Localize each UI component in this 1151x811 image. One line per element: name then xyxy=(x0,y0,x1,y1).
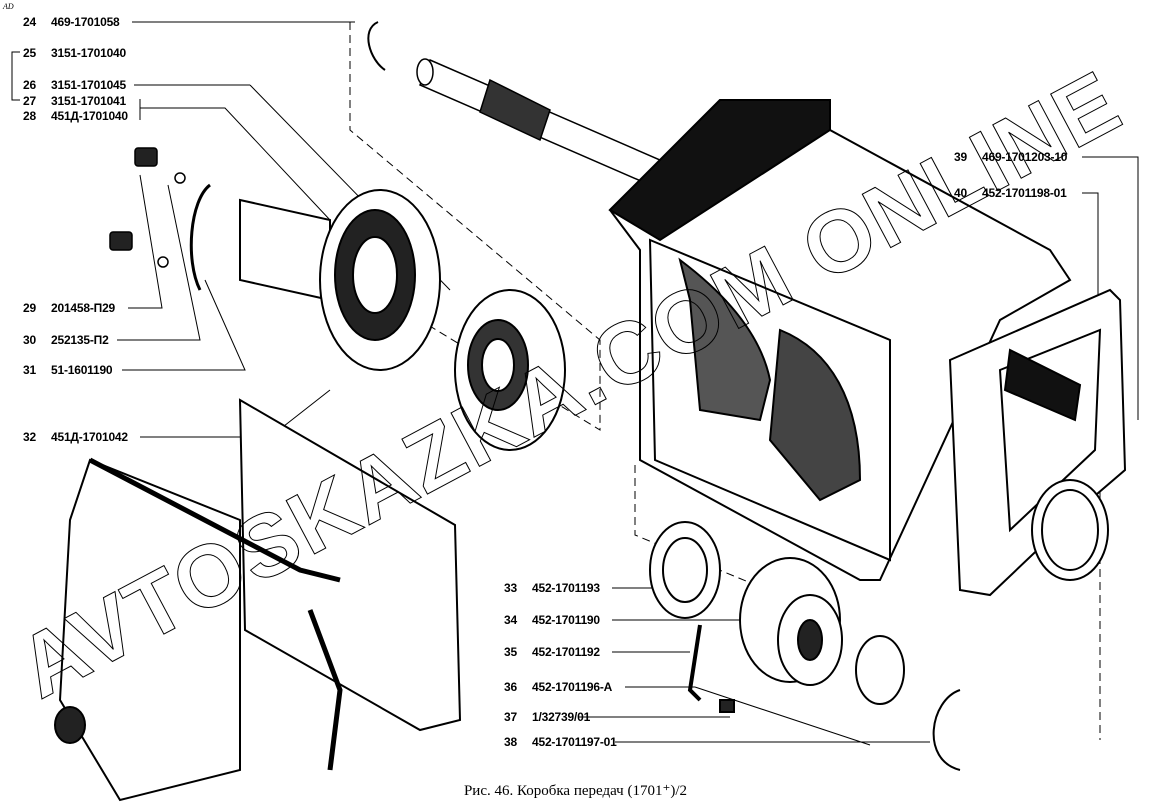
part-number: 469-1701203-10 xyxy=(982,150,1068,164)
label-32: 32 451Д-1701042 xyxy=(23,430,128,444)
label-number: 34 xyxy=(504,613,517,627)
label-number: 39 xyxy=(954,150,967,164)
leader-29 xyxy=(128,174,163,309)
part-number: 452-1701192 xyxy=(532,645,600,659)
label-number: 32 xyxy=(23,430,36,444)
label-40: 40 452-1701198-01 xyxy=(954,186,1067,200)
label-27: 27 3151-1701041 xyxy=(23,94,126,108)
part-number: 452-1701193 xyxy=(532,581,600,595)
part-number: 3151-1701041 xyxy=(51,94,127,108)
part-number: 452-1701190 xyxy=(532,613,600,627)
leader-32 xyxy=(140,389,331,438)
label-29: 29 201458-П29 xyxy=(23,301,115,315)
snap-ring-24 xyxy=(367,21,386,71)
part-number: 201458-П29 xyxy=(51,301,116,315)
label-33: 33 452-1701193 xyxy=(504,581,600,595)
leader-31 xyxy=(122,279,246,371)
leader-36 xyxy=(625,686,871,746)
label-number: 24 xyxy=(23,15,36,29)
part-number: 451Д-1701042 xyxy=(51,430,128,444)
label-37: 37 1/32739/01 xyxy=(504,710,590,724)
label-number: 33 xyxy=(504,581,517,595)
label-number: 31 xyxy=(23,363,36,377)
label-26: 26 3151-1701045 xyxy=(23,78,126,92)
part-number: 451Д-1701040 xyxy=(51,109,128,123)
label-36: 36 452-1701196-А xyxy=(504,680,612,694)
bracket-25-27 xyxy=(11,51,20,101)
label-30: 30 252135-П2 xyxy=(23,333,109,347)
part-number: 452-1701197-01 xyxy=(532,735,617,749)
bolts xyxy=(109,147,212,291)
leader-39 xyxy=(1082,156,1139,420)
shift-cover xyxy=(54,398,462,802)
label-number: 40 xyxy=(954,186,967,200)
part-number: 51-1601190 xyxy=(51,363,113,377)
label-25: 25 3151-1701040 xyxy=(23,46,126,60)
part-number: 452-1701198-01 xyxy=(982,186,1067,200)
bottom-parts xyxy=(649,521,961,771)
rear-gasket xyxy=(948,288,1127,597)
label-number: 28 xyxy=(23,109,36,123)
part-number: 3151-1701045 xyxy=(51,78,127,92)
corner-mark: AD xyxy=(3,2,14,11)
figure-caption: Рис. 46. Коробка передач (1701⁺)/2 xyxy=(463,783,688,799)
label-24: 24 469-1701058 xyxy=(23,15,120,29)
label-34: 34 452-1701190 xyxy=(504,613,600,627)
input-shaft xyxy=(416,58,661,186)
seal-gasket xyxy=(454,289,566,451)
label-number: 30 xyxy=(23,333,36,347)
label-number: 27 xyxy=(23,94,36,108)
leader-30 xyxy=(117,184,201,341)
gearbox-housing xyxy=(608,99,1072,581)
part-number: 469-1701058 xyxy=(51,15,120,29)
label-number: 37 xyxy=(504,710,517,724)
label-31: 31 51-1601190 xyxy=(23,363,113,377)
bearing-cover xyxy=(239,189,441,371)
part-number: 3151-1701040 xyxy=(51,46,127,60)
label-35: 35 452-1701192 xyxy=(504,645,600,659)
label-39: 39 469-1701203-10 xyxy=(954,150,1067,164)
label-38: 38 452-1701197-01 xyxy=(504,735,617,749)
label-number: 25 xyxy=(23,46,36,60)
part-number: 1/32739/01 xyxy=(532,710,591,724)
part-number: 252135-П2 xyxy=(51,333,109,347)
label-number: 38 xyxy=(504,735,517,749)
label-number: 36 xyxy=(504,680,517,694)
label-number: 26 xyxy=(23,78,36,92)
label-number: 29 xyxy=(23,301,36,315)
leader-27-28 xyxy=(139,99,331,221)
label-number: 35 xyxy=(504,645,517,659)
label-28: 28 451Д-1701040 xyxy=(23,109,128,123)
part-number: 452-1701196-А xyxy=(532,680,613,694)
